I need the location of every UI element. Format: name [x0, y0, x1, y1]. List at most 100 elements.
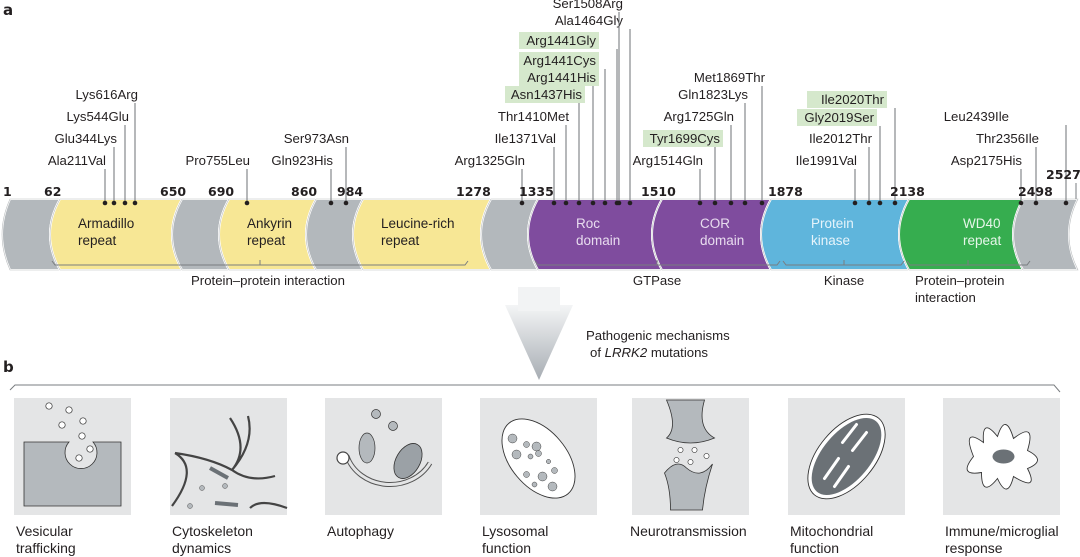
downward-arrow	[505, 287, 573, 380]
domain-label-line2: repeat	[247, 233, 286, 248]
mutation-label: Asn1437His	[511, 87, 583, 102]
mutation-dot	[576, 200, 582, 206]
mutation-label: Ile1991Val	[796, 153, 857, 168]
domain-label-line1: COR	[700, 216, 730, 231]
domain-label-line2: kinase	[811, 233, 850, 248]
position-marker: 62	[44, 184, 61, 199]
mitochondrion-icon	[807, 413, 886, 500]
group-label-ppi-2-line2: interaction	[915, 290, 976, 305]
mutation-dot	[697, 200, 703, 206]
mutation-label: Met1869Thr	[694, 70, 766, 85]
highlight-box	[519, 69, 599, 86]
mutation-dot	[627, 200, 633, 206]
mutation-label: Leu2439Ile	[944, 109, 1009, 124]
highlight-box	[519, 52, 599, 69]
position-marker: 2527	[1046, 167, 1080, 182]
mutation-label: Arg1514Gln	[633, 153, 703, 168]
mutation-dot	[590, 200, 596, 206]
panel-b-label: b	[3, 358, 14, 376]
domain-label-line2: repeat	[78, 233, 117, 248]
mechanism-neurotransmission: Neurotransmission	[630, 398, 749, 539]
mutation-ala1464gly: Ala1464Gly	[555, 13, 633, 206]
mechanism-label-line1: Immune/microglial	[945, 523, 1059, 539]
mutation-label: Lys616Arg	[75, 87, 138, 102]
mutation-lys544glu: Lys544Glu	[66, 109, 129, 206]
mechanism-label-line2: response	[945, 540, 1003, 556]
mutation-label: Arg1441His	[527, 70, 596, 85]
mutation-dot	[551, 200, 557, 206]
mechanism-label-line1: Vesicular	[16, 523, 73, 539]
microglia-icon	[966, 424, 1038, 490]
mechanism-label-line2: trafficking	[16, 540, 76, 556]
mutation-asn1437his: Asn1437His	[505, 86, 585, 206]
mutation-label: Gly2019Ser	[804, 110, 874, 125]
group-label-gtpase: GTPase	[633, 273, 681, 288]
domain-label-line2: repeat	[963, 233, 1002, 248]
mutation-dot	[877, 200, 883, 206]
group-label-ppi-1: Protein–protein interaction	[191, 273, 345, 288]
mutation-arg1441his: Arg1441His	[519, 69, 599, 206]
mechanism-panels: VesiculartraffickingCytoskeletondynamics…	[14, 398, 1060, 556]
mutation-dot	[866, 200, 872, 206]
mutation-dot	[343, 200, 349, 206]
bracket-ppi-1	[51, 260, 469, 266]
domain-label-line1: Ankyrin	[247, 216, 292, 231]
mutation-label: Glu344Lys	[54, 131, 117, 146]
mutation-label: Arg1325Gln	[455, 153, 525, 168]
protein-bar: ArmadillorepeatAnkyrinrepeatLeucine-rich…	[1, 198, 1080, 271]
mutation-label: Ser1508Arg	[553, 0, 623, 11]
mutation-dot	[132, 200, 138, 206]
mutation-dot	[616, 200, 622, 206]
mutation-tyr1699cys: Tyr1699Cys	[643, 130, 723, 206]
domain-wd40-repeat	[898, 198, 1025, 271]
arrow-caption-line1: Pathogenic mechanisms	[586, 328, 730, 343]
mutation-asp2175his: Asp2175His	[951, 153, 1024, 206]
mutation-label: Lys544Glu	[66, 109, 129, 124]
mutation-label: Ile2012Thr	[809, 131, 873, 146]
mutation-arg1325gln: Arg1325Gln	[455, 153, 525, 206]
position-marker: 984	[337, 184, 363, 199]
mutation-dot	[852, 200, 858, 206]
mechanism-label-line2: function	[790, 540, 839, 556]
mutation-thr1410met: Thr1410Met	[498, 109, 569, 206]
mutation-label: Tyr1699Cys	[650, 131, 721, 146]
bracket-gtpase	[534, 260, 781, 266]
mutation-dot	[742, 200, 748, 206]
mutation-met1869thr: Met1869Thr	[694, 70, 766, 206]
domain-label-line1: Roc	[576, 216, 600, 231]
mutation-ala211val: Ala211Val	[48, 153, 108, 206]
segment-outline	[1012, 198, 1079, 271]
highlight-box	[807, 91, 887, 108]
mutation-dot	[563, 200, 569, 206]
mechanism-label-line1: Mitochondrial	[790, 523, 873, 539]
linker-region	[1012, 198, 1080, 271]
position-marker: 1278	[456, 184, 491, 199]
position-marker: 1878	[768, 184, 803, 199]
mutation-dot	[111, 200, 117, 206]
mutation-lys616arg: Lys616Arg	[75, 87, 138, 206]
mutation-dot	[1018, 200, 1024, 206]
mutation-label: Gln1823Lys	[678, 87, 748, 102]
mutation-label: Ser973Asn	[284, 131, 349, 146]
mutation-pro755leu: Pro755Leu	[185, 153, 250, 206]
domain-groups: Protein–protein interaction GTPase Kinas…	[51, 260, 1031, 305]
autophagy-icon	[336, 409, 433, 487]
mutation-dot	[728, 200, 734, 206]
mutation-dot	[244, 200, 250, 206]
mechanism-label-line2: dynamics	[172, 540, 231, 556]
mutation-label: Thr1410Met	[498, 109, 569, 124]
mutation-label: Gln923His	[271, 153, 333, 168]
domain-label-line2: domain	[700, 233, 744, 248]
mechanism-label-line1: Autophagy	[327, 523, 394, 539]
panel-a-label: a	[3, 1, 13, 19]
mutation-label: Ala1464Gly	[555, 13, 624, 28]
vesicle-icon	[23, 402, 122, 507]
mutation-arg1441gly: Arg1441Gly	[519, 32, 620, 206]
mutation-label: Ala211Val	[48, 153, 106, 168]
position-marker: 2138	[890, 184, 925, 199]
position-marker: 1335	[519, 184, 554, 199]
mutation-labels: Ala211Val Glu344Lys Lys544Glu Lys616ArgPro7…	[48, 0, 1069, 206]
